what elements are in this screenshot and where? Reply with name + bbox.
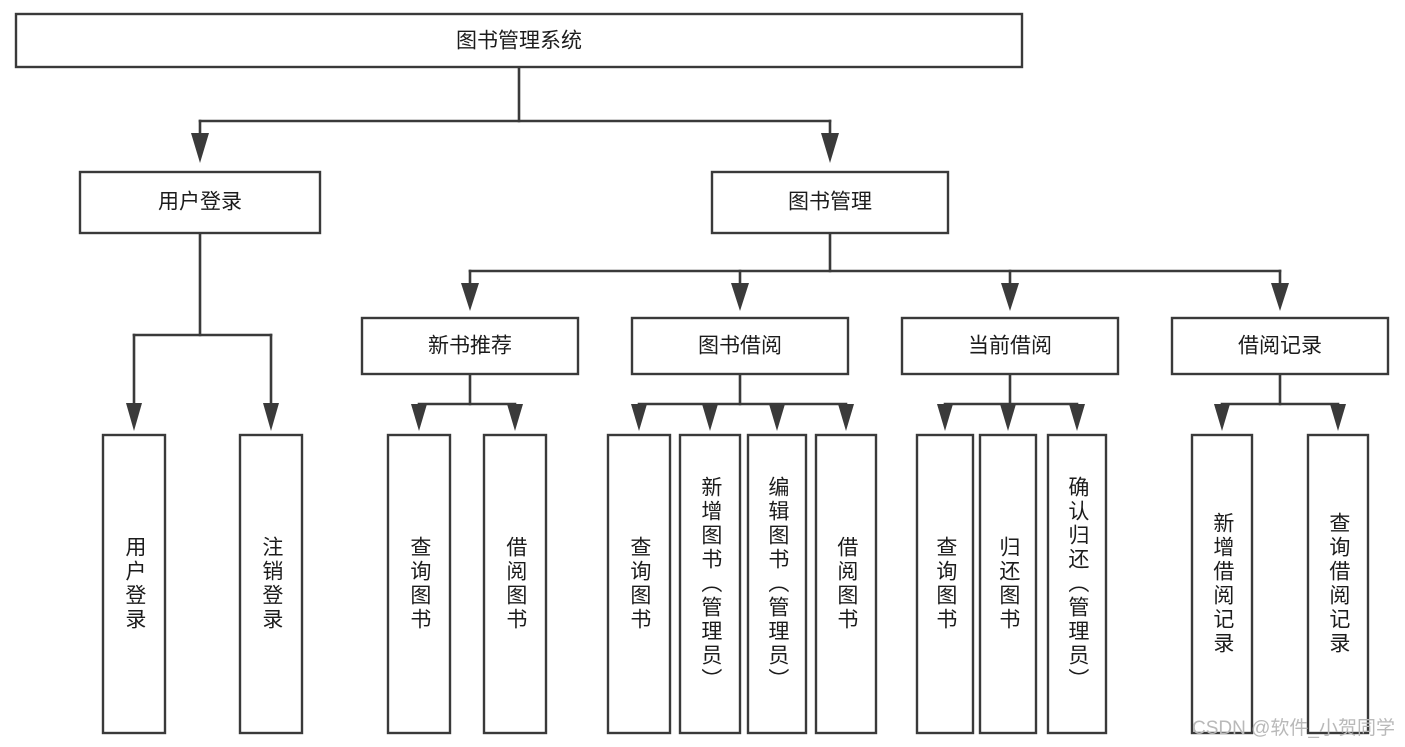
arrow-head-leaf-query-borrow-record — [1330, 404, 1346, 431]
arrow-head-leaf-confirm-return-admin — [1069, 404, 1085, 431]
arrow-head-new-book-recommend — [461, 283, 479, 311]
arrow-head-current-borrow — [1001, 283, 1019, 311]
arrow-head-leaf-borrow-book-recommend — [507, 404, 523, 431]
node-box-leaf-query-book-recommend[interactable] — [386, 433, 452, 735]
arrow-head-leaf-add-borrow-record — [1214, 404, 1230, 431]
node-box-root[interactable] — [14, 12, 1024, 69]
node-box-new-book-recommend[interactable] — [360, 316, 580, 376]
arrow-head-leaf-borrow-book — [838, 404, 854, 431]
connector-group-book-manage-to-level3 — [461, 231, 1289, 311]
connector-group-user-login-to-leaves — [126, 231, 279, 431]
node-label-current-borrow: 当前借阅 — [968, 335, 1052, 358]
node-box-book-manage[interactable] — [710, 170, 950, 235]
node-box-leaf-borrow-book-recommend[interactable] — [482, 433, 548, 735]
node-box-leaf-query-borrow-record[interactable] — [1306, 433, 1370, 735]
node-box-leaf-query-book-current[interactable] — [915, 433, 975, 735]
arrow-head-leaf-edit-book-admin — [769, 404, 785, 431]
node-box-leaf-logout-login[interactable] — [238, 433, 304, 735]
node-label-borrow-record: 借阅记录 — [1238, 335, 1322, 358]
node-label-new-book-recommend: 新书推荐 — [428, 335, 512, 358]
arrow-head-leaf-query-book-current — [937, 404, 953, 431]
node-box-leaf-query-book-borrow[interactable] — [606, 433, 672, 735]
connector-group-book-borrow-to-leaves — [631, 372, 854, 431]
node-label-user-login: 用户登录 — [158, 191, 242, 214]
arrow-head-leaf-add-book-admin — [702, 404, 718, 431]
node-box-leaf-confirm-return-admin[interactable] — [1046, 433, 1108, 735]
node-box-book-borrow[interactable] — [630, 316, 850, 376]
node-label-book-manage: 图书管理 — [788, 191, 872, 214]
arrow-head-leaf-user-login — [126, 403, 142, 431]
arrow-head-leaf-logout-login — [263, 403, 279, 431]
arrow-head-leaf-query-book-borrow — [631, 404, 647, 431]
node-box-current-borrow[interactable] — [900, 316, 1120, 376]
node-label-book-borrow: 图书借阅 — [698, 335, 782, 358]
node-box-borrow-record[interactable] — [1170, 316, 1390, 376]
arrow-head-leaf-query-book-recommend — [411, 404, 427, 431]
arrow-head-borrow-record — [1271, 283, 1289, 311]
connector-group-root-to-level2 — [191, 65, 839, 163]
arrow-head-user-login — [191, 133, 209, 163]
csdn-watermark: CSDN @软件_小贺同学 — [1192, 718, 1395, 739]
connector-group-new-book-recommend-to-leaves — [411, 372, 523, 431]
node-box-user-login[interactable] — [78, 170, 322, 235]
node-label-root: 图书管理系统 — [456, 30, 582, 53]
node-box-leaf-add-borrow-record[interactable] — [1190, 433, 1254, 735]
arrow-head-book-borrow — [731, 283, 749, 311]
node-box-leaf-user-login[interactable] — [101, 433, 167, 735]
node-box-leaf-edit-book-admin[interactable] — [746, 433, 808, 735]
arrow-head-book-manage — [821, 133, 839, 163]
arrow-head-leaf-return-book — [1000, 404, 1016, 431]
connector-group-current-borrow-to-leaves — [937, 372, 1085, 431]
connector-group-borrow-record-to-leaves — [1214, 372, 1346, 431]
node-box-leaf-borrow-book[interactable] — [814, 433, 878, 735]
node-box-leaf-add-book-admin[interactable] — [678, 433, 742, 735]
node-box-leaf-return-book[interactable] — [978, 433, 1038, 735]
